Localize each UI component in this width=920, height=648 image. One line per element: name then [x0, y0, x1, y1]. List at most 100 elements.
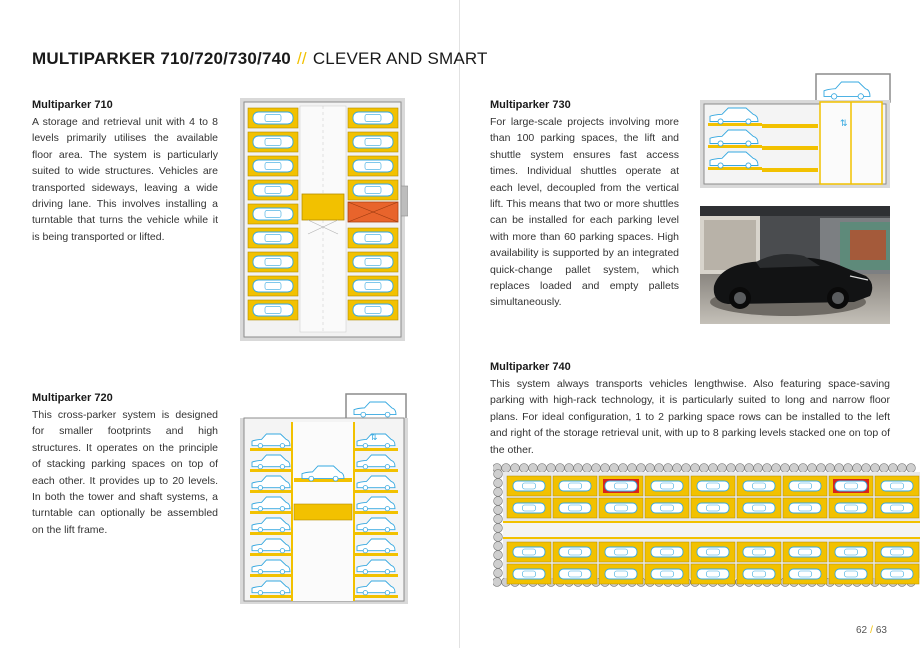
car-icon [352, 279, 394, 293]
car-icon [650, 502, 684, 514]
car-icon [301, 465, 345, 482]
car-icon [558, 480, 592, 492]
car-icon [880, 568, 914, 580]
car-icon [352, 231, 394, 245]
car-icon [558, 546, 592, 558]
car-icon [558, 502, 592, 514]
car-icon [252, 279, 294, 293]
section-mp740: Multiparker 740 This system always trans… [490, 359, 890, 458]
car-icon [604, 546, 638, 558]
car-icon [356, 433, 396, 449]
car-icon [252, 303, 294, 317]
section-mp730: Multiparker 730 For large-scale projects… [490, 97, 679, 311]
car-icon [352, 135, 394, 149]
car-icon [352, 111, 394, 125]
lift-frame [301, 193, 345, 221]
section-body: This system always transports vehicles l… [490, 378, 890, 456]
car-icon [709, 151, 759, 169]
car-icon [604, 568, 638, 580]
diagram-mp720: ⇅ [240, 392, 412, 604]
car-icon [356, 559, 396, 575]
section-heading: Multiparker 730 [490, 99, 571, 111]
car-icon [252, 111, 294, 125]
car-icon [251, 517, 291, 533]
car-icon [788, 502, 822, 514]
lift-frame [293, 503, 353, 521]
car-icon [251, 580, 291, 596]
section-body: A storage and retrieval unit with 4 to 8… [32, 116, 218, 243]
car-icon [696, 546, 730, 558]
car-icon [251, 454, 291, 470]
car-icon [251, 433, 291, 449]
car-icon [252, 135, 294, 149]
car-icon [880, 546, 914, 558]
car-icon [251, 559, 291, 575]
car-icon [709, 107, 759, 125]
car-icon [356, 475, 396, 491]
car-icon [356, 454, 396, 470]
car-icon [788, 480, 822, 492]
section-heading: Multiparker 710 [32, 99, 113, 111]
car-icon [696, 568, 730, 580]
title-subtitle: CLEVER AND SMART [312, 49, 488, 68]
car-icon [742, 546, 776, 558]
car-icon [834, 502, 868, 514]
section-body: This cross-parker system is designed for… [32, 409, 218, 536]
car-icon [696, 480, 730, 492]
title-main: MULTIPARKER 710/720/730/740 [32, 49, 291, 68]
car-icon [604, 502, 638, 514]
car-icon [512, 546, 546, 558]
car-icon [251, 496, 291, 512]
car-icon [823, 81, 871, 100]
car-icon [251, 538, 291, 554]
car-icon [880, 480, 914, 492]
car-icon [251, 475, 291, 491]
page-number-left: 62 [855, 625, 868, 636]
car-icon [650, 568, 684, 580]
car-icon [650, 546, 684, 558]
car-icon [709, 129, 759, 147]
section-mp710: Multiparker 710 A storage and retrieval … [32, 97, 218, 245]
up-down-arrows-icon: ⇅ [370, 433, 378, 443]
car-icon [742, 568, 776, 580]
title-separator: // [296, 49, 307, 68]
car-icon [356, 580, 396, 596]
car-icon [352, 183, 394, 197]
car-icon [252, 255, 294, 269]
car-icon [834, 568, 868, 580]
section-mp720: Multiparker 720 This cross-parker system… [32, 390, 218, 538]
car-icon [353, 401, 397, 418]
car-icon [512, 502, 546, 514]
car-icon [834, 480, 868, 492]
car-icon [356, 538, 396, 554]
car-icon [834, 546, 868, 558]
section-heading: Multiparker 720 [32, 392, 113, 404]
car-turntable-photo [700, 206, 890, 324]
diagram-mp740 [493, 460, 920, 590]
car-icon [512, 568, 546, 580]
car-icon [352, 159, 394, 173]
car-icon [252, 183, 294, 197]
parking-column-left [247, 107, 299, 321]
page-numbers: 62/63 [856, 625, 887, 636]
section-body: For large-scale projects involving more … [490, 116, 679, 309]
section-heading: Multiparker 740 [490, 361, 571, 373]
car-icon [512, 480, 546, 492]
up-down-arrows-icon: ⇅ [840, 119, 848, 129]
page-number-separator: / [870, 625, 873, 636]
car-icon [352, 303, 394, 317]
car-icon [252, 159, 294, 173]
car-icon [880, 502, 914, 514]
car-icon [742, 480, 776, 492]
page-number-right: 63 [875, 625, 887, 636]
diagram-mp730: ⇅ [700, 72, 892, 190]
car-icon [558, 568, 592, 580]
car-icon [356, 517, 396, 533]
car-icon [742, 502, 776, 514]
car-icon [650, 480, 684, 492]
diagram-mp710 [240, 98, 408, 341]
car-icon [252, 231, 294, 245]
car-icon [788, 568, 822, 580]
car-icon [604, 480, 638, 492]
